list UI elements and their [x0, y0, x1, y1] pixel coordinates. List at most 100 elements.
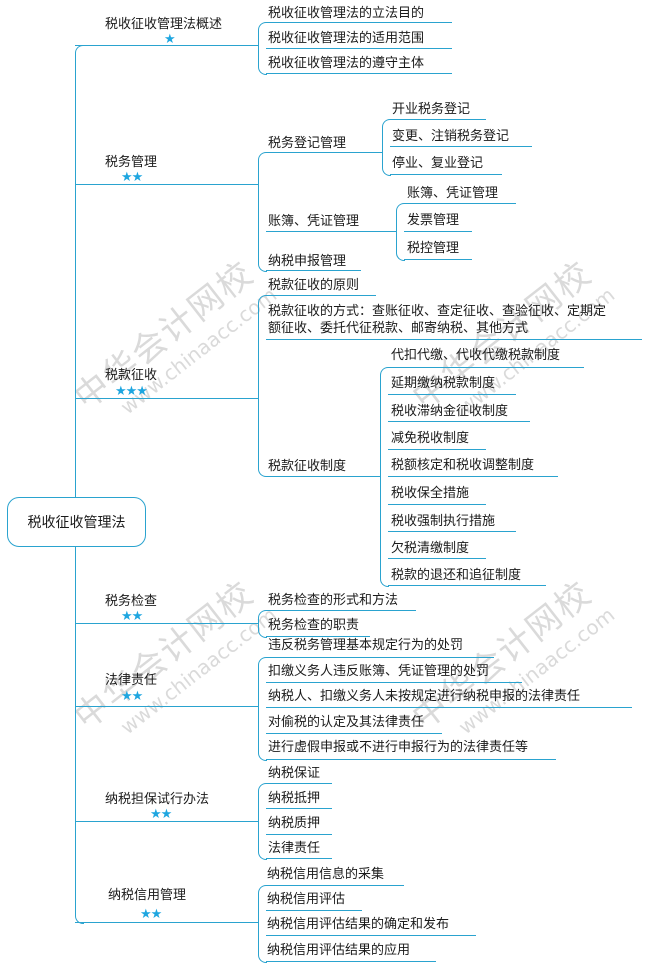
leaf-underline — [266, 657, 494, 658]
leaf-underline — [388, 585, 546, 586]
leaf-underline — [388, 421, 530, 422]
leaf-underline — [266, 910, 362, 911]
star-rating-icon: ★★★ — [115, 384, 148, 399]
branch-label[interactable]: 纳税信用管理 — [108, 888, 187, 903]
watermark: 中华会计网校 www.chinaacc.com — [404, 573, 620, 740]
sub-item[interactable]: 账簿、凭证管理 — [268, 214, 360, 229]
leaf-item[interactable]: 纳税质押 — [268, 816, 321, 831]
leaf-item[interactable]: 纳税信用评估结果的应用 — [267, 943, 411, 958]
leaf-item[interactable]: 扣缴义务人违反账簿、凭证管理的处罚 — [268, 664, 490, 679]
leaf-item[interactable]: 税务检查的职责 — [268, 618, 360, 633]
leaf-underline — [388, 558, 486, 559]
leaf-underline — [266, 961, 436, 962]
branch-label[interactable]: 税收征收管理法概述 — [105, 17, 223, 32]
leaf-item[interactable]: 税收征收管理法的遵守主体 — [268, 56, 425, 71]
sub-underline — [266, 270, 361, 271]
leaf-underline — [266, 935, 476, 936]
leaf-underline — [390, 146, 532, 147]
leaf-item[interactable]: 税收强制执行措施 — [391, 514, 496, 529]
sub-item[interactable]: 税款征收制度 — [268, 459, 347, 474]
sub-underline — [266, 152, 382, 153]
children-bracket — [396, 203, 405, 261]
children-bracket — [258, 295, 267, 477]
star-rating-icon: ★ — [164, 32, 176, 47]
sub-item[interactable]: 税务登记管理 — [268, 136, 347, 151]
leaf-item[interactable]: 欠税清缴制度 — [391, 541, 470, 556]
leaf-item[interactable]: 减免税收制度 — [391, 431, 470, 446]
leaf-item[interactable]: 税收滞纳金征收制度 — [391, 404, 509, 419]
leaf-item[interactable]: 纳税信用信息的采集 — [267, 867, 385, 882]
leaf-item[interactable]: 开业税务登记 — [392, 102, 471, 117]
trunk-connector — [75, 45, 84, 924]
root-node[interactable]: 税收征收管理法 — [7, 497, 146, 547]
leaf-item[interactable]: 代扣代缴、代收代缴税款制度 — [391, 348, 561, 363]
branch-label[interactable]: 税款征收 — [105, 368, 158, 383]
leaf-underline — [388, 504, 486, 505]
leaf-item[interactable]: 税收保全措施 — [391, 486, 470, 501]
leaf-underline — [266, 759, 556, 760]
star-rating-icon: ★★ — [150, 807, 172, 822]
leaf-underline — [266, 73, 452, 74]
star-rating-icon: ★★ — [140, 907, 162, 922]
branch-label[interactable]: 税务管理 — [105, 155, 158, 170]
sub-underline — [266, 339, 642, 340]
leaf-item[interactable]: 纳税人、扣缴义务人未按规定进行纳税申报的法律责任 — [268, 689, 581, 704]
leaf-underline — [404, 259, 472, 260]
leaf-underline — [266, 783, 332, 784]
leaf-item[interactable]: 停业、复业登记 — [392, 156, 484, 171]
watermark: 中华会计网校 www.chinaacc.com — [66, 573, 282, 740]
leaf-item[interactable]: 法律责任 — [268, 841, 321, 856]
sub-item[interactable]: 税款征收的原则 — [268, 278, 360, 293]
branch-label[interactable]: 法律责任 — [105, 673, 158, 688]
branch-line — [75, 184, 258, 185]
sub-item-line2: 额征收、委托代征税款、邮寄纳税、其他方式 — [268, 321, 529, 336]
leaf-item[interactable]: 对偷税的认定及其法律责任 — [268, 715, 425, 730]
branch-label[interactable]: 纳税担保试行办法 — [105, 792, 210, 807]
leaf-underline — [388, 449, 486, 450]
leaf-item[interactable]: 税收征收管理法的适用范围 — [268, 31, 425, 46]
leaf-item[interactable]: 税额核定和税收调整制度 — [391, 458, 535, 473]
leaf-underline — [266, 48, 452, 49]
leaf-item[interactable]: 税收征收管理法的立法目的 — [268, 6, 425, 21]
branch-line — [75, 45, 258, 46]
leaf-underline — [266, 22, 452, 23]
leaf-underline — [388, 394, 516, 395]
leaf-item[interactable]: 税务检查的形式和方法 — [268, 593, 399, 608]
sub-item[interactable]: 税款征收的方式：查账征收、查定征收、查验征收、定期定 — [268, 304, 607, 319]
leaf-item[interactable]: 税款的退还和追征制度 — [391, 568, 522, 583]
leaf-item[interactable]: 纳税保证 — [268, 766, 321, 781]
leaf-underline — [388, 367, 584, 368]
children-bracket — [382, 119, 391, 176]
children-bracket — [380, 367, 389, 587]
leaf-underline — [266, 858, 332, 859]
leaf-underline — [266, 707, 632, 708]
children-bracket — [258, 22, 267, 75]
leaf-item[interactable]: 税控管理 — [407, 241, 460, 256]
leaf-item[interactable]: 违反税务管理基本规定行为的处罚 — [268, 638, 464, 653]
leaf-item[interactable]: 账簿、凭证管理 — [407, 186, 499, 201]
leaf-underline — [266, 834, 332, 835]
leaf-item[interactable]: 延期缴纳税款制度 — [391, 376, 496, 391]
branch-label[interactable]: 税务检查 — [105, 594, 158, 609]
leaf-item[interactable]: 进行虚假申报或不进行申报行为的法律责任等 — [268, 740, 529, 755]
children-bracket — [258, 783, 267, 860]
leaf-underline — [390, 119, 486, 120]
leaf-underline — [266, 682, 522, 683]
children-bracket — [258, 610, 267, 638]
leaf-item[interactable]: 变更、注销税务登记 — [392, 129, 510, 144]
leaf-underline — [266, 808, 332, 809]
leaf-underline — [266, 885, 404, 886]
leaf-item[interactable]: 纳税抵押 — [268, 791, 321, 806]
branch-line — [75, 623, 258, 624]
leaf-underline — [388, 531, 516, 532]
watermark: 中华会计网校 www.chinaacc.com — [66, 253, 282, 420]
leaf-item[interactable]: 发票管理 — [407, 213, 460, 228]
star-rating-icon: ★★ — [121, 609, 143, 624]
star-rating-icon: ★★ — [121, 170, 143, 185]
leaf-item[interactable]: 纳税信用评估 — [267, 892, 346, 907]
sub-item[interactable]: 纳税申报管理 — [268, 254, 347, 269]
branch-line — [75, 821, 258, 822]
leaf-item[interactable]: 纳税信用评估结果的确定和发布 — [267, 917, 450, 932]
leaf-underline — [388, 476, 558, 477]
branch-line — [75, 706, 258, 707]
